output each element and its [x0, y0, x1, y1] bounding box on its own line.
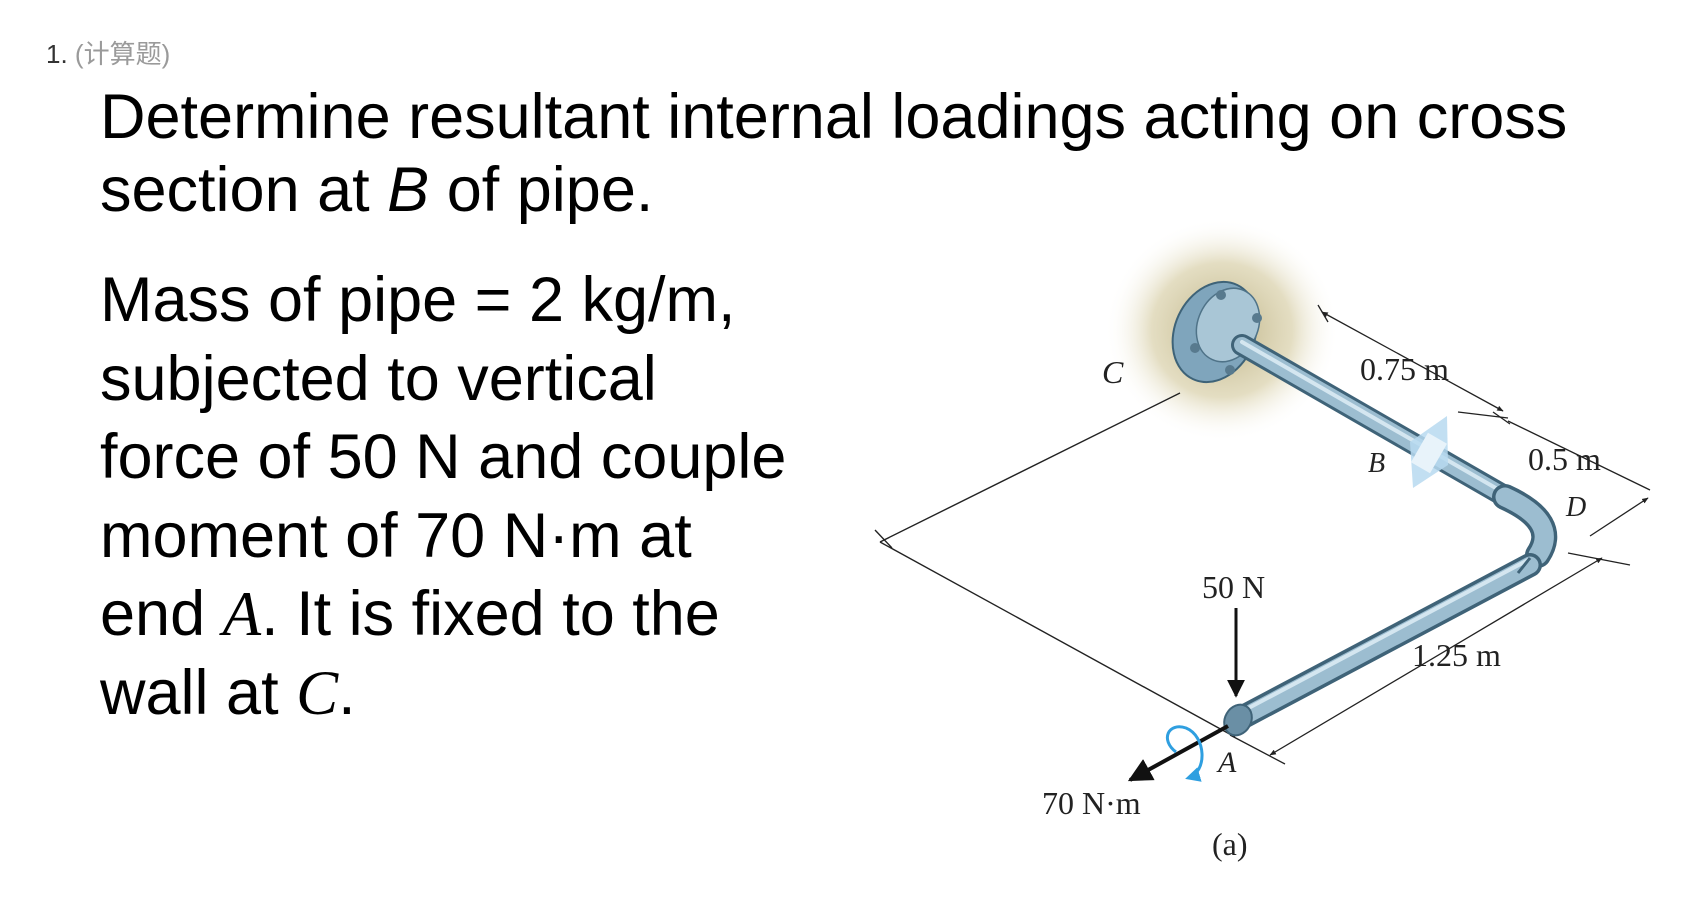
force-label: 50 N [1202, 569, 1265, 605]
reference-lines [874, 392, 1236, 738]
title-line-2-post: of pipe. [429, 155, 654, 225]
title-line-2: section at B of pipe. [100, 159, 653, 222]
body-var-a: A [222, 579, 262, 649]
question-number: 1. [46, 39, 68, 69]
label-b: B [1368, 448, 1385, 479]
label-a: A [1216, 746, 1237, 779]
title-var-b: B [387, 155, 430, 225]
body-line-6: wall at C. [100, 662, 356, 725]
body-var-c: C [296, 658, 339, 728]
body-line-3: force of 50 N and couple [100, 422, 787, 492]
label-c: C [1102, 354, 1124, 390]
body-line-6-pre: wall at [100, 658, 297, 728]
body-line-2: subjected to vertical [100, 344, 657, 414]
dim-label-0-75m: 0.75 m [1360, 351, 1449, 387]
moment-label: 70 N·m [1042, 785, 1141, 821]
body-line-1: Mass of pipe = 2 kg/m, [100, 265, 736, 335]
moment-vector-arrow [1127, 724, 1229, 782]
moment-curl-arc [1165, 725, 1204, 782]
title-line-2-pre: section at [100, 155, 388, 225]
body-line-6-post: . [338, 658, 356, 728]
pipe-segment-cd [1231, 334, 1531, 516]
label-d: D [1565, 492, 1586, 523]
section-b-collar [1410, 432, 1448, 474]
dim-label-0-5m: 0.5 m [1528, 441, 1601, 477]
body-line-4: moment of 70 N·m at [100, 501, 692, 571]
dim-label-1-25m: 1.25 m [1412, 637, 1501, 673]
question-type: (计算题) [74, 39, 171, 69]
body-line-5-pre: end [100, 579, 223, 649]
body-line-5-post: . It is fixed to the [261, 579, 720, 649]
title-line-1: Determine resultant internal loadings ac… [100, 82, 1568, 152]
dimension-lines [1229, 304, 1651, 765]
pipe-elbow-d-face [1495, 487, 1554, 565]
body-line-5: end A. It is fixed to the [100, 583, 720, 646]
pipe-end-a [1223, 703, 1253, 737]
pipe-segment-da [1233, 553, 1542, 728]
question-header: 1. (计算题) [46, 34, 170, 71]
figure-caption: (a) [1212, 826, 1248, 862]
